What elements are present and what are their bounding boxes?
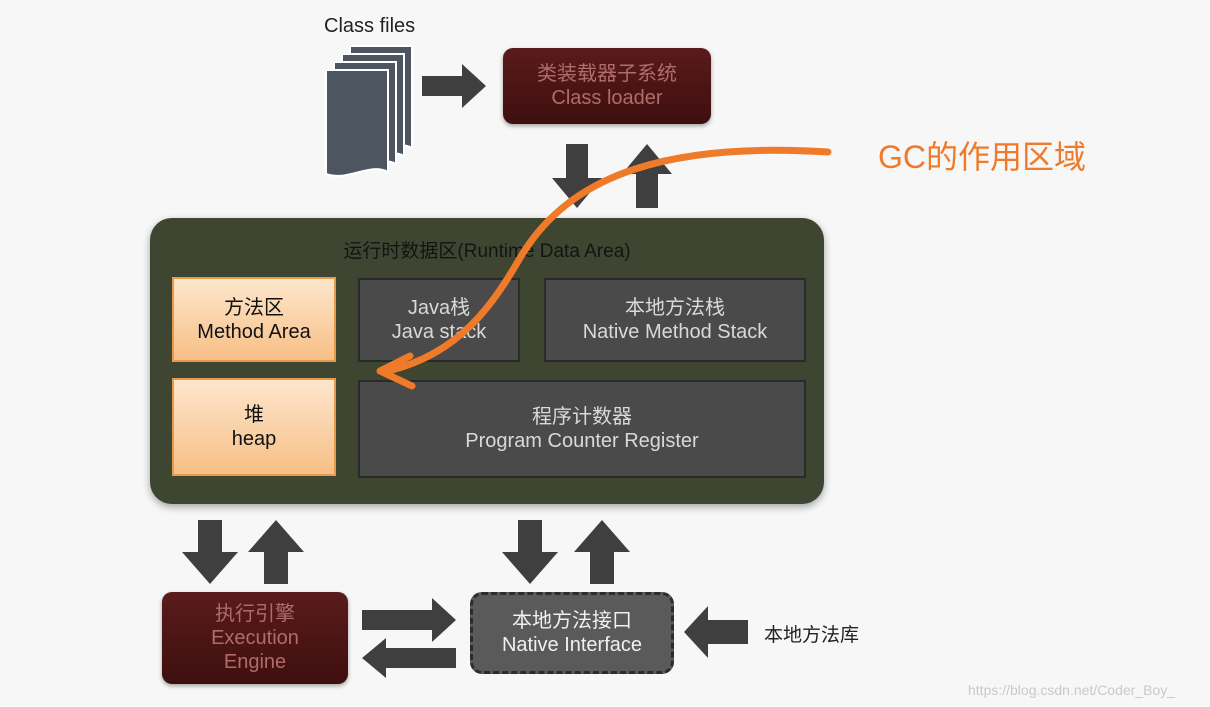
arrow-left-icon: [684, 606, 748, 658]
execution-engine-box: 执行引擎 Execution Engine: [162, 592, 348, 684]
native-method-stack-cn: 本地方法栈: [625, 297, 725, 319]
class-loader-cn: 类装载器子系统: [537, 63, 677, 85]
native-library-label: 本地方法库: [764, 625, 860, 646]
native-method-stack-box: 本地方法栈 Native Method Stack: [544, 278, 806, 362]
arrow-up-icon: [622, 144, 672, 208]
arrow-right-icon: [362, 598, 456, 642]
native-interface-en: Native Interface: [501, 634, 643, 656]
heap-en: heap: [231, 428, 277, 450]
heap-cn: 堆: [244, 404, 264, 426]
arrow-up-icon: [574, 520, 630, 584]
native-interface-cn: 本地方法接口: [512, 610, 632, 632]
native-method-stack-en: Native Method Stack: [582, 321, 768, 343]
arrow-right-icon: [422, 64, 486, 108]
arrow-up-icon: [248, 520, 304, 584]
runtime-data-area-title: 运行时数据区(Runtime Data Area): [343, 241, 631, 262]
execution-engine-cn: 执行引擎: [215, 603, 295, 625]
program-counter-register-box: 程序计数器 Program Counter Register: [358, 380, 806, 478]
heap-box: 堆 heap: [172, 378, 336, 476]
method-area-en: Method Area: [197, 320, 311, 343]
watermark-text: https://blog.csdn.net/Coder_Boy_: [968, 682, 1176, 698]
class-files-icon: [325, 45, 413, 177]
class-loader-en: Class loader: [551, 87, 663, 109]
method-area-cn: 方法区: [224, 296, 284, 319]
class-loader-box: 类装载器子系统 Class loader: [503, 48, 711, 124]
gc-area-label: GC的作用区域: [878, 139, 1087, 175]
class-files-label: Class files: [324, 15, 416, 37]
java-stack-box: Java栈 Java stack: [358, 278, 520, 362]
gc-pointer-arrow: [376, 146, 832, 390]
method-area-box: 方法区 Method Area: [172, 277, 336, 362]
execution-engine-en-2: Engine: [223, 651, 287, 673]
java-stack-cn: Java栈: [407, 297, 471, 319]
arrow-down-icon: [502, 520, 558, 584]
program-counter-cn: 程序计数器: [532, 406, 632, 428]
arrow-down-icon: [182, 520, 238, 584]
native-interface-box: 本地方法接口 Native Interface: [470, 592, 674, 674]
arrow-left-icon: [362, 638, 456, 678]
execution-engine-en-1: Execution: [211, 627, 299, 649]
program-counter-en: Program Counter Register: [465, 430, 699, 452]
